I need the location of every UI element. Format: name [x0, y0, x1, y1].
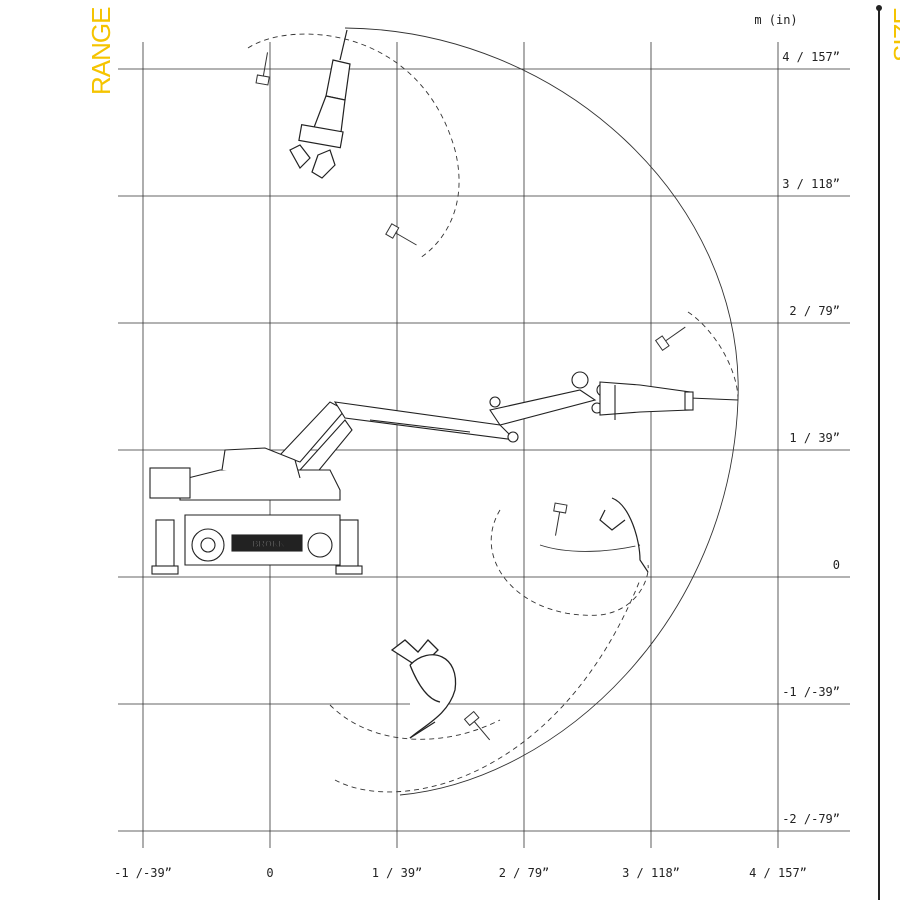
bucket-mid — [599, 497, 649, 573]
outrigger-left — [155, 519, 175, 571]
x-tick-label: 2 / 79” — [499, 866, 550, 880]
y-tick-label: -1 /-39” — [782, 685, 840, 699]
tool-symbols — [255, 52, 686, 741]
y-tick-label: -2 /-79” — [782, 812, 840, 826]
grid — [118, 42, 850, 848]
breaker-raised — [289, 29, 351, 179]
x-tick-label: 1 / 39” — [372, 866, 423, 880]
outrigger-right — [339, 519, 359, 571]
unit-label: m (in) — [754, 13, 797, 27]
mid-dashed-arc — [490, 509, 649, 616]
tool-symbol-lower — [463, 710, 491, 741]
y-tick-label: 1 / 39” — [789, 431, 840, 445]
next-section-title: SIZE — [888, 8, 900, 62]
mid-inner-arc — [539, 544, 641, 552]
brand-plate — [231, 534, 303, 552]
y-tick-label: 2 / 79” — [789, 304, 840, 318]
y-tick-label: 3 / 118” — [782, 177, 840, 191]
x-tick-label: 3 / 118” — [622, 866, 680, 880]
section-title: RANGE — [86, 7, 116, 95]
tool-symbol-upper-mid — [385, 223, 417, 246]
bucket-lower — [390, 639, 457, 739]
x-tick-label: -1 /-39” — [114, 866, 172, 880]
upper-dashed-arc — [247, 33, 460, 259]
tool-symbol-mid — [553, 502, 568, 536]
tool-symbol-top-left — [255, 52, 270, 86]
lower-dashed-arc-1 — [329, 704, 501, 740]
arm-extended — [279, 371, 739, 476]
y-tick-label: 0 — [833, 558, 840, 572]
right-dashed-arc — [687, 311, 739, 401]
carrier-machine: BROKK — [149, 447, 363, 575]
right-margin-dot — [876, 5, 882, 11]
brand-plate-text: BROKK — [252, 539, 285, 549]
lower-dashed-arc-2 — [334, 579, 641, 793]
y-tick-label: 4 / 157” — [782, 50, 840, 64]
x-axis-labels: -1 /-39” 0 1 / 39” 2 / 79” 3 / 118” 4 / 157” — [114, 866, 807, 880]
x-tick-label: 4 / 157” — [749, 866, 807, 880]
x-tick-label: 0 — [266, 866, 273, 880]
y-axis-labels: 4 / 157” 3 / 118” 2 / 79” 1 / 39” 0 -1 /-39” -… — [782, 50, 840, 826]
tool-symbol-right — [654, 326, 686, 352]
